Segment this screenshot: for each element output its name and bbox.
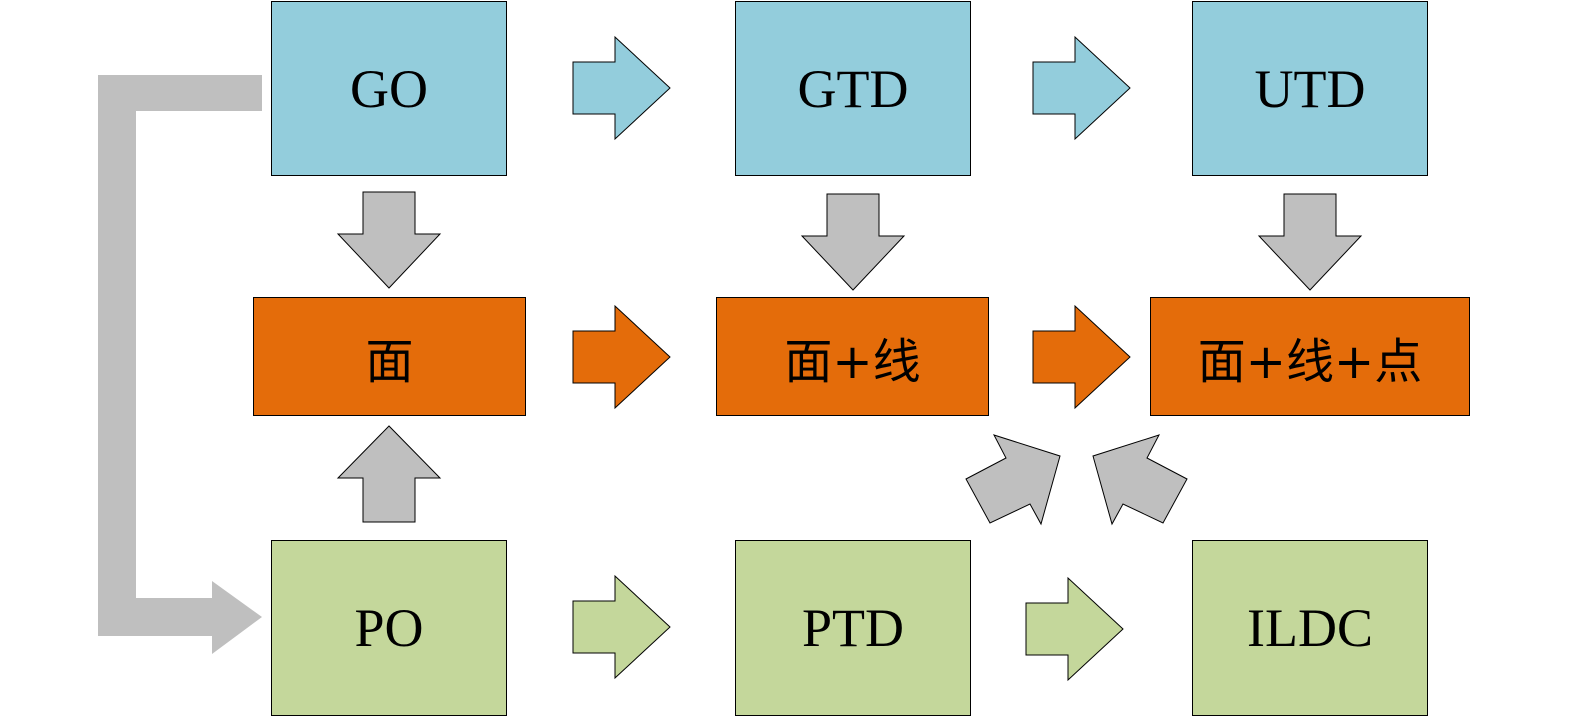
- go-to-po-connector-arrow: [98, 75, 262, 654]
- node-face-line-label: 面+线: [784, 333, 921, 390]
- face-line-to-face-line-point-arrow: [1032, 304, 1131, 410]
- node-go: GO: [271, 1, 507, 176]
- node-face-line-point-label: 面+线+点: [1197, 333, 1423, 390]
- po-to-ptd-arrow: [572, 574, 671, 680]
- node-face-line: 面+线: [716, 297, 989, 416]
- po-to-face-arrow: [336, 425, 442, 523]
- node-ptd-label: PTD: [801, 598, 904, 658]
- go-to-face-arrow: [336, 191, 442, 289]
- node-ildc: ILDC: [1192, 540, 1428, 716]
- ptd-to-ildc-arrow: [1025, 576, 1124, 682]
- node-face: 面: [253, 297, 526, 416]
- ptd-to-face-line-point-arrow: [965, 434, 1061, 526]
- utd-to-face-line-point-arrow: [1257, 193, 1363, 291]
- node-po: PO: [271, 540, 507, 716]
- face-to-face-line-arrow: [572, 304, 671, 410]
- node-face-label: 面: [365, 333, 414, 390]
- ildc-to-face-line-point-arrow: [1092, 434, 1188, 526]
- gtd-to-utd-arrow: [1032, 35, 1131, 141]
- node-utd-label: UTD: [1254, 58, 1366, 119]
- node-ptd: PTD: [735, 540, 971, 716]
- node-face-line-point: 面+线+点: [1150, 297, 1470, 416]
- gtd-to-face-line-arrow: [800, 193, 906, 291]
- node-po-label: PO: [354, 598, 424, 658]
- node-go-label: GO: [350, 58, 428, 119]
- node-utd: UTD: [1192, 1, 1428, 176]
- node-gtd-label: GTD: [797, 58, 909, 119]
- node-ildc-label: ILDC: [1247, 598, 1373, 658]
- go-to-gtd-arrow: [572, 35, 671, 141]
- node-gtd: GTD: [735, 1, 971, 176]
